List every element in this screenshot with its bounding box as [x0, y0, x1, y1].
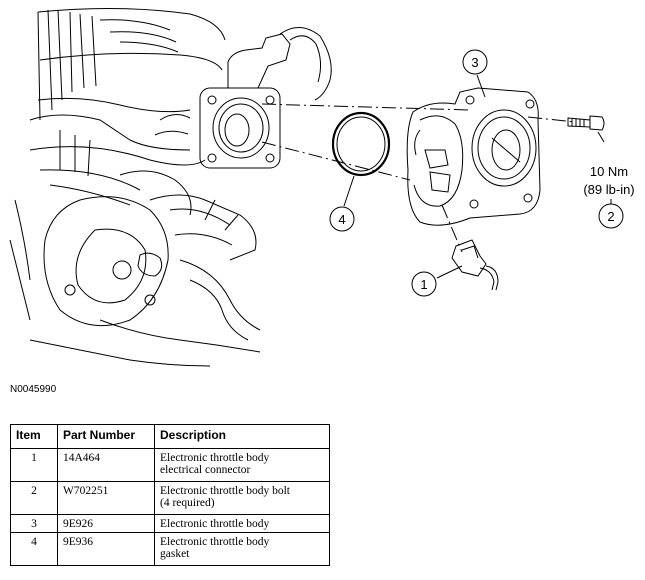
callout-1: 1	[411, 271, 437, 297]
row-item: 2	[10, 481, 58, 515]
row-part-number: 9E926	[57, 514, 155, 533]
row-description-line1: Electronic throttle body bolt	[160, 485, 290, 497]
row-description-line2: gasket	[160, 548, 190, 560]
row-description-line1: Electronic throttle body	[160, 518, 270, 530]
torque-lbin-label: (89 lb-in)	[583, 182, 634, 197]
table-row: 3 9E926 Electronic throttle body	[10, 514, 330, 533]
throttle-body-exploded-diagram: 3 4 1 2 10 Nm (89 lb-in)	[9, 7, 635, 367]
callout-2-number: 2	[607, 209, 614, 224]
row-description-line2: electrical connector	[160, 464, 251, 476]
bolt-illustration	[567, 115, 605, 131]
row-item: 1	[10, 448, 58, 482]
header-description: Description	[154, 424, 330, 449]
throttle-body-illustration	[406, 87, 541, 226]
row-part-number: 14A464	[57, 448, 155, 482]
row-description: Electronic throttle body	[154, 514, 330, 533]
callout-4-number: 4	[338, 212, 345, 227]
alignment-lines	[261, 103, 576, 253]
row-description-line1: Electronic throttle body	[160, 536, 270, 548]
row-part-number: 9E936	[57, 532, 155, 566]
callout-4: 4	[329, 206, 355, 232]
callout-2: 2	[598, 203, 624, 229]
parts-table-header: Item Part Number Description	[10, 424, 330, 449]
row-part-number: W702251	[57, 481, 155, 515]
engine-assembly-illustration	[9, 7, 332, 367]
callout-3-number: 3	[471, 55, 478, 70]
row-description: Electronic throttle body bolt(4 required…	[154, 481, 330, 515]
callout-1-number: 1	[420, 277, 427, 292]
callout-3: 3	[462, 49, 488, 75]
parts-table: Item Part Number Description 1 14A464 El…	[10, 424, 330, 566]
gasket-illustration	[331, 111, 391, 177]
torque-nm-label: 10 Nm	[590, 164, 628, 179]
connector-illustration	[451, 239, 499, 291]
row-item: 4	[10, 532, 58, 566]
row-item: 3	[10, 514, 58, 533]
header-part-number: Part Number	[57, 424, 155, 449]
row-description-line1: Electronic throttle body	[160, 452, 270, 464]
table-row: 2 W702251 Electronic throttle body bolt(…	[10, 481, 330, 515]
figure-id: N0045990	[10, 384, 57, 395]
header-item: Item	[10, 424, 58, 449]
row-description-line2: (4 required)	[160, 497, 215, 509]
leader-lines	[343, 74, 612, 279]
